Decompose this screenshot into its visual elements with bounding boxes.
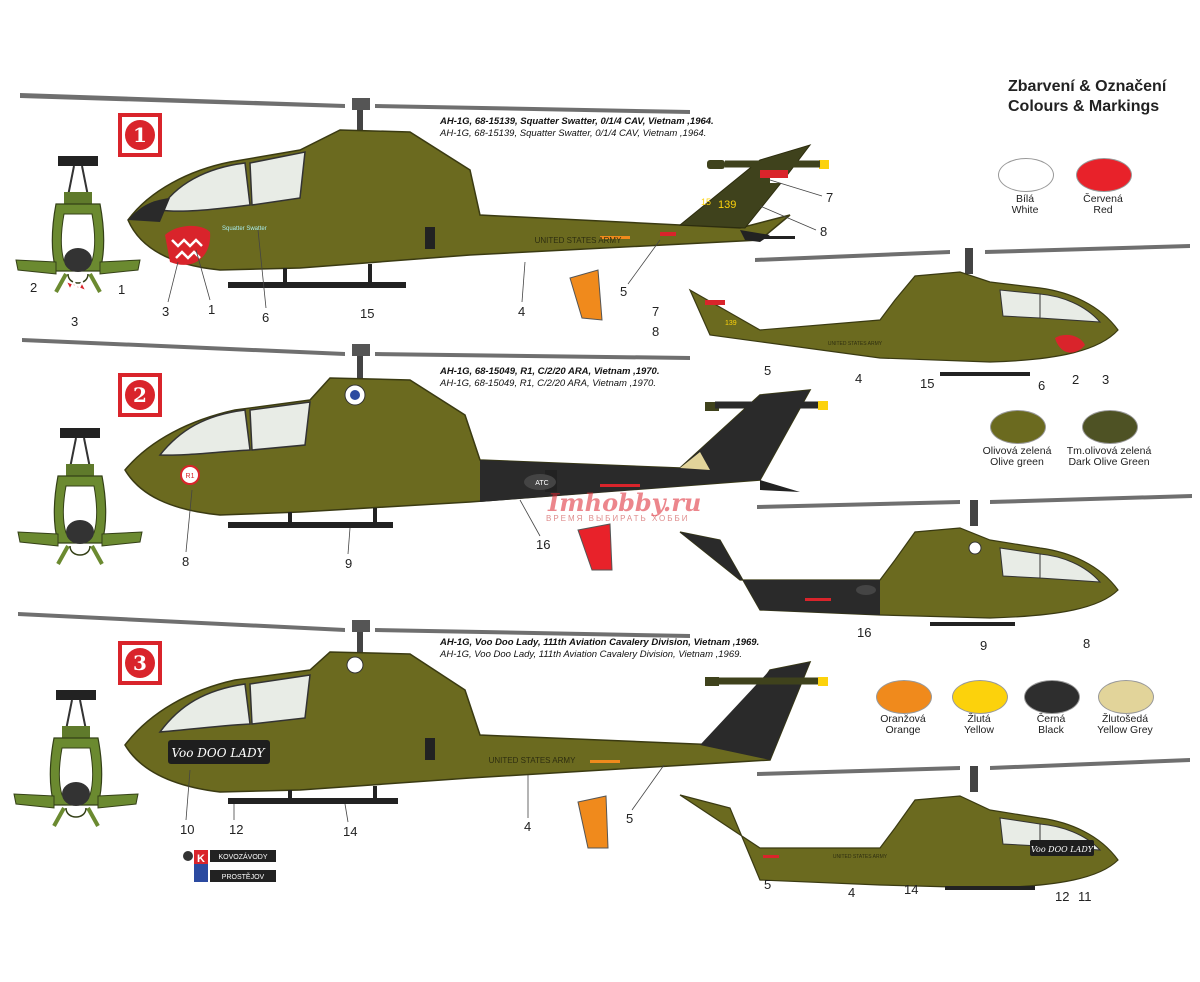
callout-s1-6: 6 xyxy=(262,310,269,325)
callout-s1-8: 8 xyxy=(820,224,827,239)
scheme-1-small-view: UNITED STATES ARMY 139 xyxy=(688,244,1190,376)
part-orange-1 xyxy=(569,269,603,321)
callout-s3-10: 10 xyxy=(180,822,194,837)
watermark-slogan: ВРЕМЯ ВЫБИРАТЬ ХОББИ xyxy=(546,514,690,523)
scheme-1-small-serial: 139 xyxy=(725,320,737,327)
scheme-3-title: AH-1G, Voo Doo Lady, 111th Aviation Cava… xyxy=(440,637,760,648)
swatch-yellow xyxy=(952,680,1008,714)
scheme-3-small-view: Voo DOO LADY UNITED STATES ARMY xyxy=(679,758,1190,890)
callout-s1-3: 3 xyxy=(162,304,169,319)
scheme-1-badge-number: 1 xyxy=(133,123,147,147)
scheme-2-atc: ATC xyxy=(535,480,548,487)
callout-s1f-2: 2 xyxy=(30,280,37,295)
logo-line2: PROSTĚJOV xyxy=(222,872,265,881)
scheme-3-nose-art: Voo DOO LADY xyxy=(171,746,265,760)
scheme-2-small-view xyxy=(679,494,1192,626)
callout-s3-4: 4 xyxy=(524,819,531,834)
callout-s3s-11: 11 xyxy=(1078,889,1092,904)
scheme-1-front-view xyxy=(14,154,142,294)
scheme-3-badge-disc xyxy=(125,648,155,678)
callout-s1-4: 4 xyxy=(518,304,525,319)
swatch-black xyxy=(1024,680,1080,714)
callout-s1s-7: 7 xyxy=(652,304,659,319)
scheme-3-army-text: UNITED STATES ARMY xyxy=(489,756,576,765)
scheme-1-side-view: UNITED STATES ARMY 15 139 Squatter Swatt… xyxy=(20,93,829,288)
callout-s1-5: 5 xyxy=(620,284,627,299)
scheme-1-subtitle: AH-1G, 68-15139, Squatter Swatter, 0/1/4… xyxy=(440,128,707,139)
scheme-2-code: R1 xyxy=(186,473,195,480)
scheme-3-small-army-text: UNITED STATES ARMY xyxy=(833,854,888,860)
callout-s1s-3: 3 xyxy=(1102,372,1109,387)
callout-s1s-15: 15 xyxy=(920,376,934,391)
heading-english: Colours & Markings xyxy=(1008,98,1160,115)
callout-s3-14: 14 xyxy=(343,824,357,839)
callout-s2s-8: 8 xyxy=(1083,636,1090,651)
scheme-3-subtitle: AH-1G, Voo Doo Lady, 111th Aviation Cava… xyxy=(440,649,743,660)
scheme-1-small-army-text: UNITED STATES ARMY xyxy=(828,341,883,347)
callout-s3s-12: 12 xyxy=(1055,889,1069,904)
scheme-1-badge-disc xyxy=(125,120,155,150)
scheme-1-serial-a: 15 xyxy=(701,197,711,207)
watermark-brand: Imhobby.ru xyxy=(548,488,702,517)
callout-s2s-9: 9 xyxy=(980,638,987,653)
scheme-2-subtitle: AH-1G, 68-15049, R1, C/2/20 ARA, Vietnam… xyxy=(440,378,656,389)
callout-s1s-6: 6 xyxy=(1038,378,1045,393)
scheme-3-badge-number: 3 xyxy=(133,651,147,675)
part-orange-2 xyxy=(577,795,609,849)
part-red xyxy=(577,523,613,571)
callout-s1-15: 15 xyxy=(360,306,374,321)
heading-czech: Zbarvení & Označení xyxy=(1008,78,1167,95)
logo-line1: KOVOZÁVODY xyxy=(218,852,267,861)
swatch-olive-green xyxy=(990,410,1046,444)
callout-s1f-3: 3 xyxy=(71,314,78,329)
callout-s1f-1: 1 xyxy=(118,282,125,297)
callout-s1s-4: 4 xyxy=(855,371,862,386)
callout-s1s-2: 2 xyxy=(1072,372,1079,387)
callout-s3s-4: 4 xyxy=(848,885,855,900)
scheme-1-army-text: UNITED STATES ARMY xyxy=(535,236,622,245)
swatch-dark-olive-green xyxy=(1082,410,1138,444)
scheme-3-front-view xyxy=(12,688,140,828)
swatch-red xyxy=(1076,158,1132,192)
callout-s2-9: 9 xyxy=(345,556,352,571)
swatch-orange xyxy=(876,680,932,714)
scheme-3-small-nose-art: Voo DOO LADY xyxy=(1031,845,1094,854)
scheme-2-title: AH-1G, 68-15049, R1, C/2/20 ARA, Vietnam… xyxy=(440,366,660,377)
logo-letter: K xyxy=(197,853,205,865)
callout-s3-5: 5 xyxy=(626,811,633,826)
callout-s2-16: 16 xyxy=(536,537,550,552)
kovozavody-logo: K KOVOZÁVODY PROSTĚJOV xyxy=(183,850,276,882)
callout-s1s-5: 5 xyxy=(764,363,771,378)
leader-lines xyxy=(167,179,823,823)
callout-s2s-16: 16 xyxy=(857,625,871,640)
callout-s3s-5: 5 xyxy=(764,877,771,892)
scheme-2-badge-disc xyxy=(125,380,155,410)
scheme-2-front-view xyxy=(16,426,144,566)
scheme-2-badge-number: 2 xyxy=(133,383,147,407)
callout-s3s-14: 14 xyxy=(904,882,918,897)
scheme-1-nose-art: Squatter Swatter xyxy=(222,226,267,232)
callouts: 7 8 3 1 6 15 4 5 2 1 3 7 8 5 4 15 6 2 3 … xyxy=(30,190,1109,904)
callout-s1s-8: 8 xyxy=(652,324,659,339)
callout-s1-7: 7 xyxy=(826,190,833,205)
swatch-white xyxy=(998,158,1054,192)
callout-s3-12: 12 xyxy=(229,822,243,837)
swatch-yellow-grey xyxy=(1098,680,1154,714)
callout-s1-1: 1 xyxy=(208,302,215,317)
scheme-1-title: AH-1G, 68-15139, Squatter Swatter, 0/1/4… xyxy=(440,116,714,127)
scheme-1-serial-b: 139 xyxy=(718,199,736,211)
scheme-3-side-view: Voo DOO LADY UNITED STATES ARMY xyxy=(18,612,828,804)
scheme-2-side-view: R1 ATC xyxy=(22,338,828,528)
callout-s2-8: 8 xyxy=(182,554,189,569)
